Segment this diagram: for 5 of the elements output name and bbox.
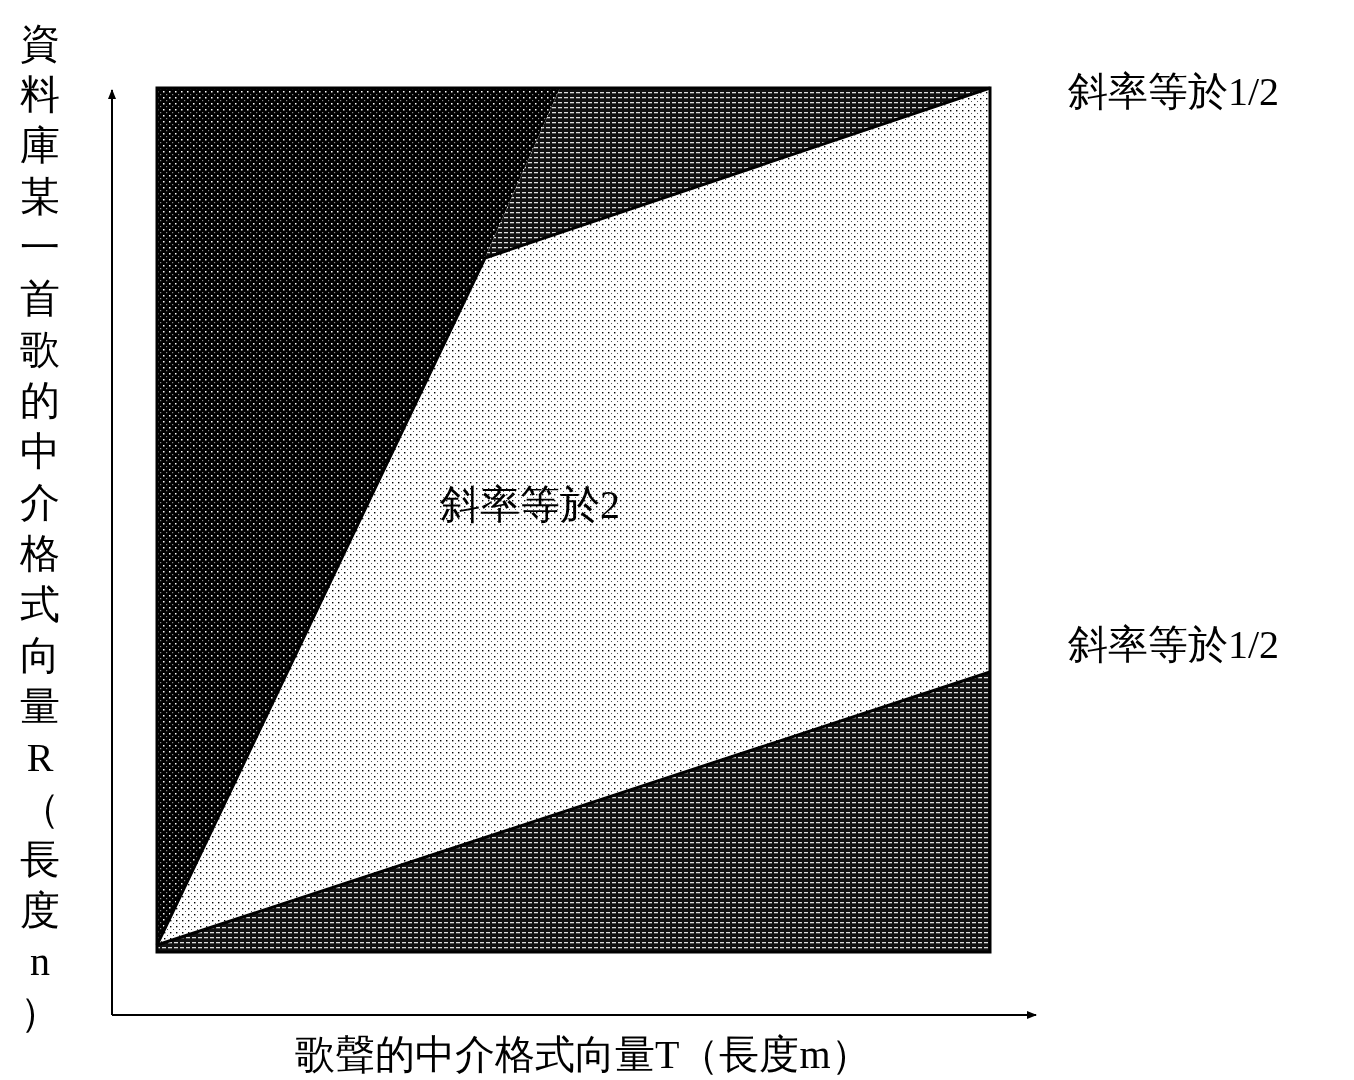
slope-label: 斜率等於1/2: [1068, 72, 1280, 112]
slope-label: 斜率等於2: [440, 485, 620, 525]
slope-label: 斜率等於1/2: [1068, 625, 1280, 665]
axis-label: 歌聲的中介格式向量T（長度m）: [295, 1035, 871, 1075]
axis-label: 資料庫某一首歌的中介格式向量R（長度n）: [19, 20, 61, 1037]
